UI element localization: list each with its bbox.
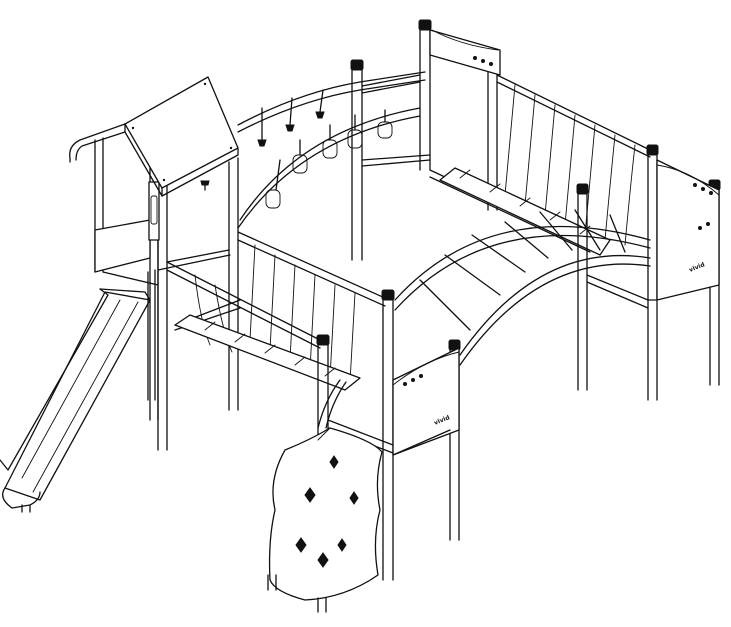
climbing-wall bbox=[267, 379, 383, 613]
left-tower bbox=[69, 117, 241, 451]
slide bbox=[0, 288, 151, 513]
arched-ladder bbox=[394, 209, 651, 366]
net-bridge bbox=[429, 74, 721, 401]
back-tower bbox=[350, 19, 501, 261]
rope-bridge bbox=[166, 231, 461, 581]
right-tower: vivid bbox=[586, 159, 720, 309]
overhead-rings bbox=[200, 71, 426, 229]
front-tower: vivid bbox=[327, 347, 460, 456]
roof-panel bbox=[124, 76, 239, 197]
